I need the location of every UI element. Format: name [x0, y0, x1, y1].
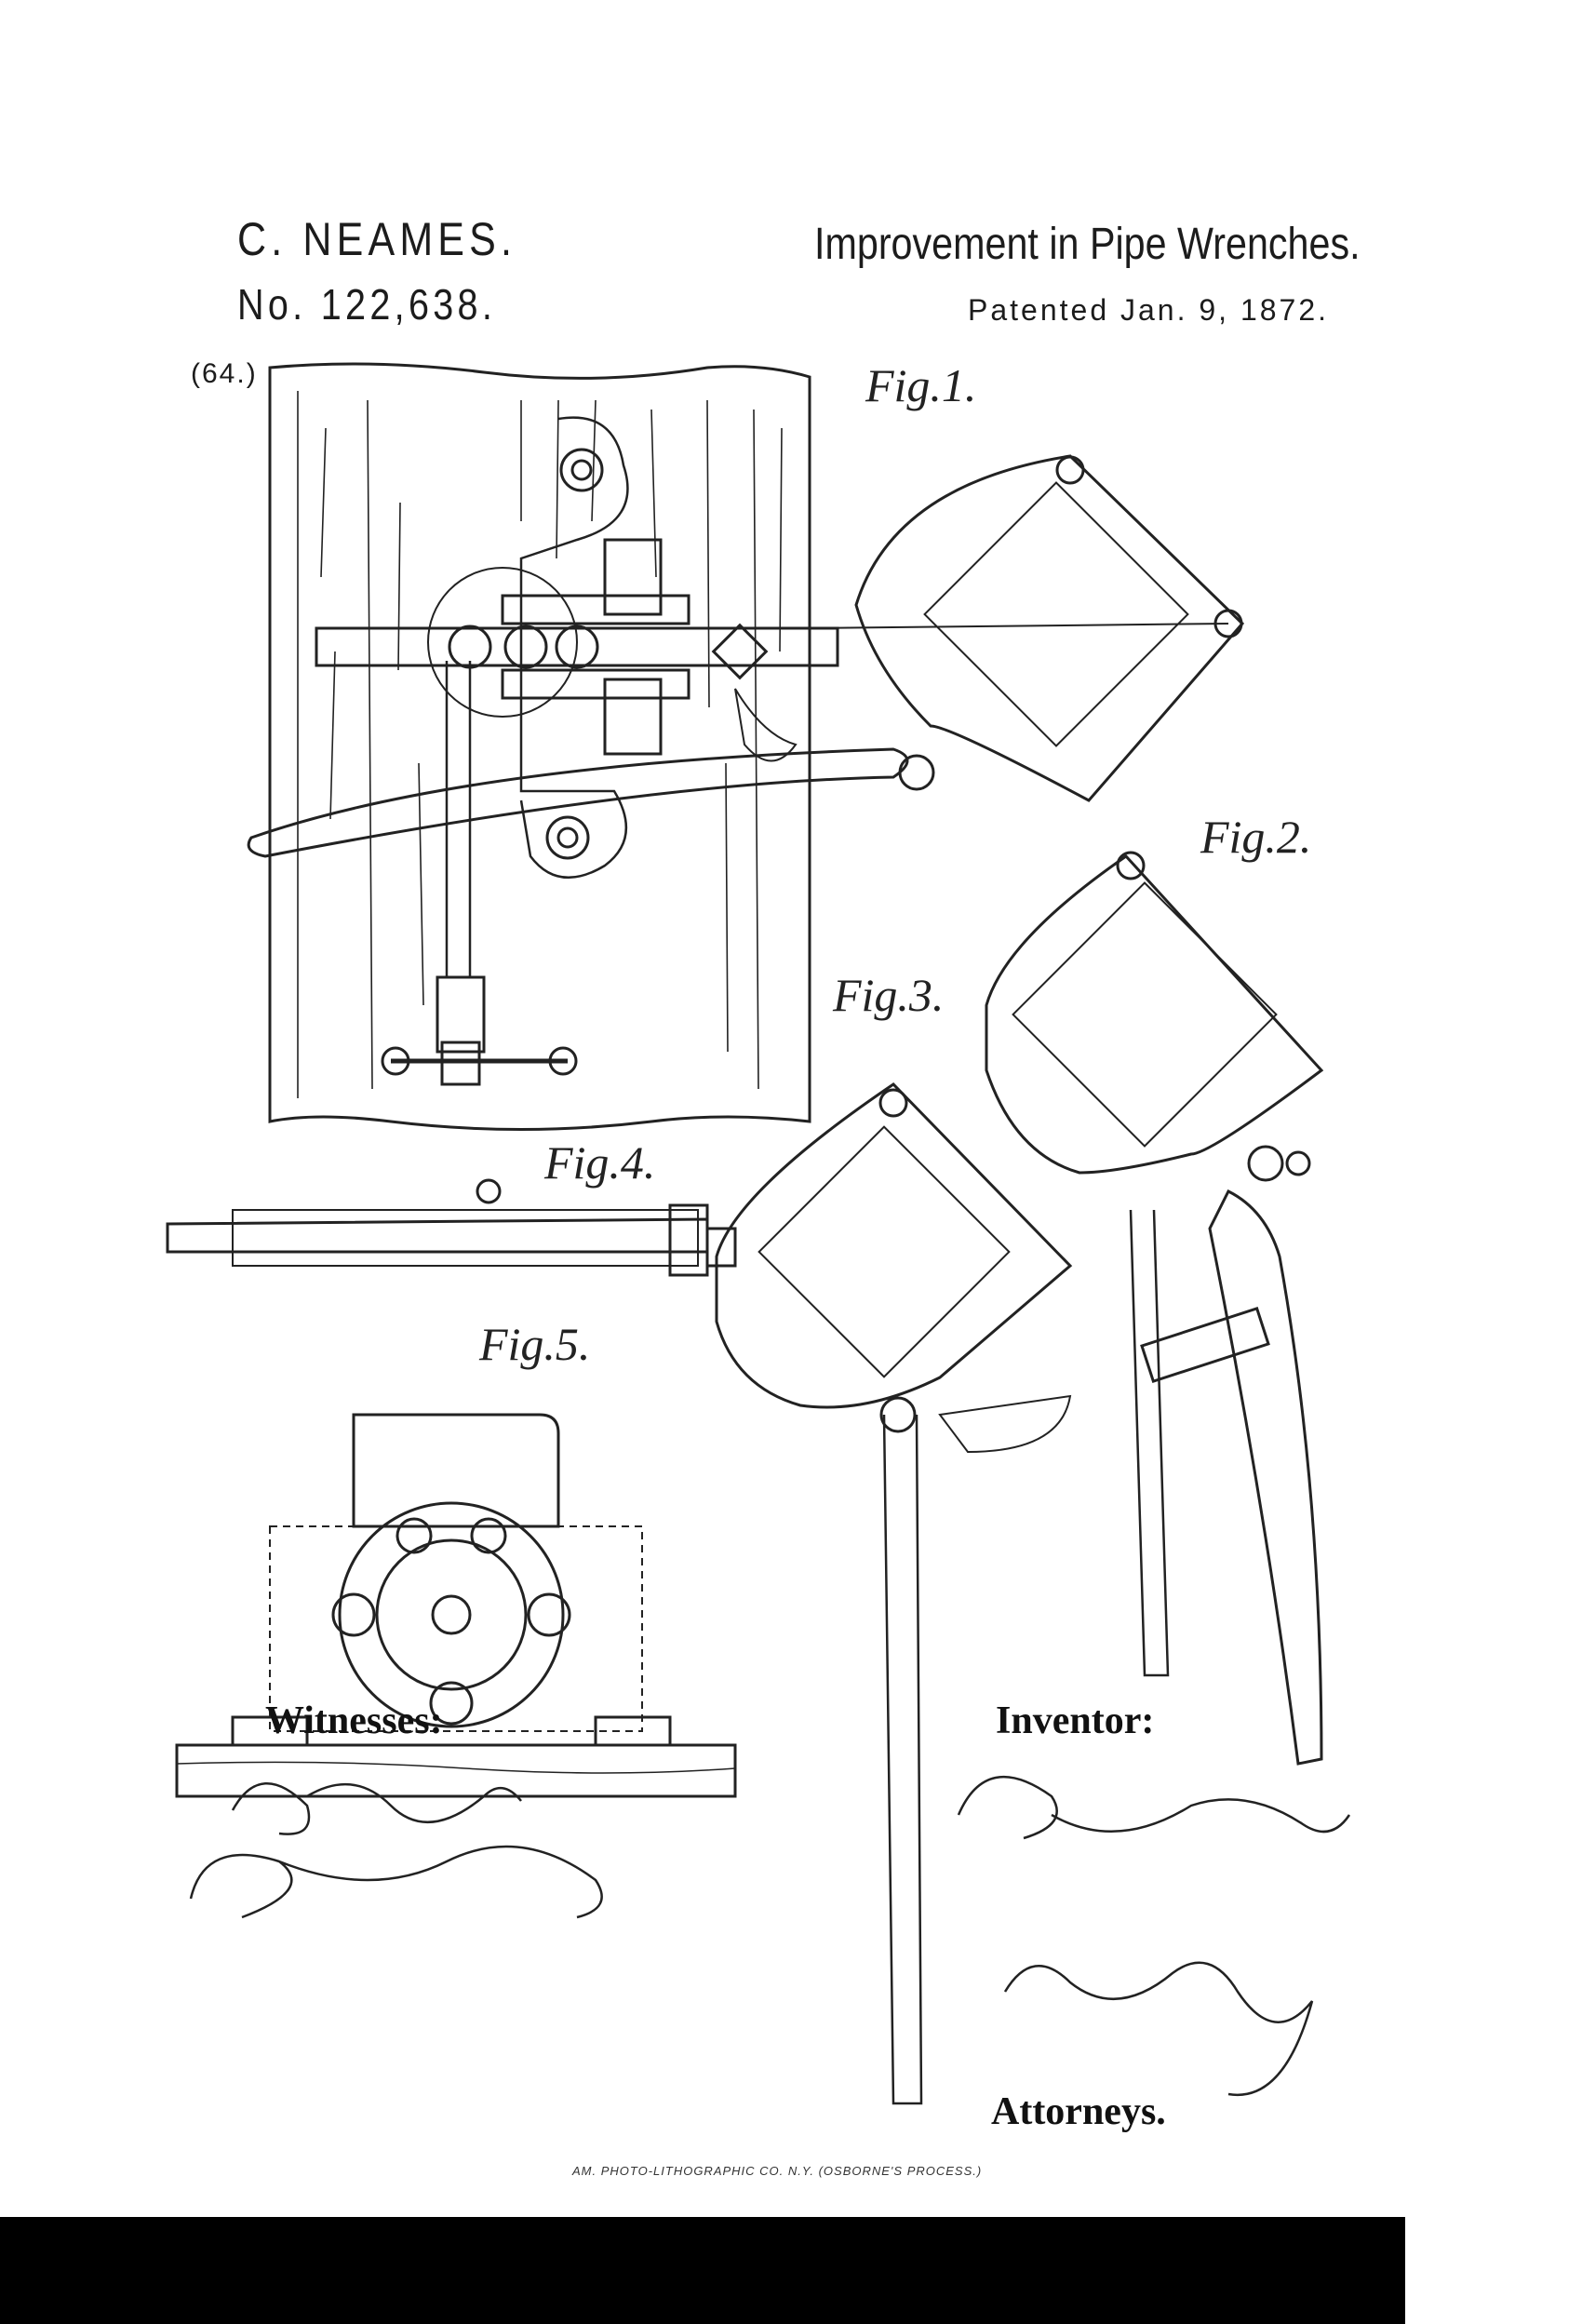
fig1-jaw: [809, 454, 1245, 802]
printer-credit: AM. PHOTO-LITHOGRAPHIC CO. N.Y. (OSBORNE…: [572, 2164, 983, 2178]
attorneys-label: Attorneys.: [991, 2090, 1166, 2133]
fig3-drawing: [715, 1082, 1073, 2105]
figure-1-label: Fig.1.: [865, 359, 977, 411]
signature-strokes: [189, 1775, 1351, 2097]
fig2-drawing: [985, 851, 1324, 1766]
patent-title: Improvement in Pipe Wrenches.: [814, 220, 1361, 269]
inventor-label: Inventor:: [996, 1699, 1155, 1742]
figure-5-label: Fig.5.: [479, 1318, 591, 1370]
figure-3-label: Fig.3.: [833, 969, 945, 1021]
figure-4-label: Fig.4.: [544, 1136, 656, 1189]
patent-date: Patented Jan. 9, 1872.: [968, 293, 1330, 327]
fig5-drawing: [175, 1413, 737, 1798]
figure-2-label: Fig.2.: [1200, 811, 1312, 863]
scan-border-bar: [0, 2217, 1405, 2324]
inventor-name: C. NEAMES.: [237, 213, 517, 265]
witnesses-label: Witnesses:: [265, 1699, 443, 1742]
patent-number: No. 122,638.: [237, 280, 497, 329]
reference-number: (64.): [191, 358, 258, 389]
fig1-drawing: [247, 362, 909, 1131]
fig4-drawing: [166, 1178, 737, 1277]
